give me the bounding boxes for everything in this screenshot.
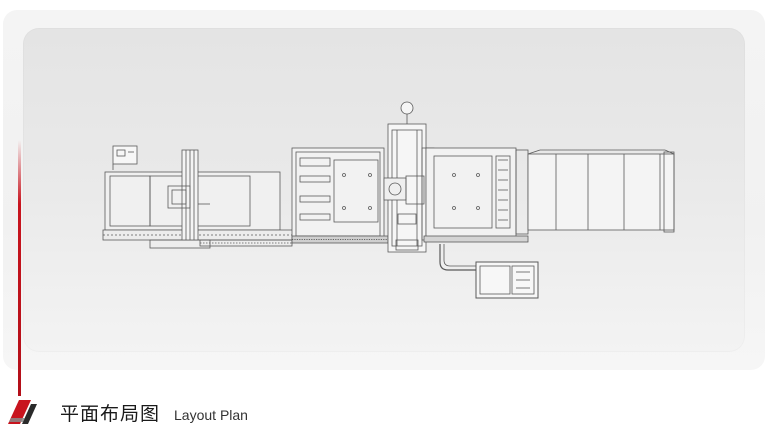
accent-line (18, 140, 21, 396)
control-cabinet (112, 145, 138, 170)
cutting-gantry (383, 101, 435, 253)
brand-logo-icon (8, 400, 37, 424)
unloading-conveyor (527, 149, 675, 233)
caption: 平面布局图 Layout Plan (60, 399, 248, 429)
caption-title-zh: 平面布局图 (60, 403, 161, 425)
machine-bed-right (423, 147, 529, 243)
machine-bed-left (291, 147, 389, 244)
chiller-unit (439, 244, 539, 299)
caption-title-en: Layout Plan (174, 407, 248, 423)
